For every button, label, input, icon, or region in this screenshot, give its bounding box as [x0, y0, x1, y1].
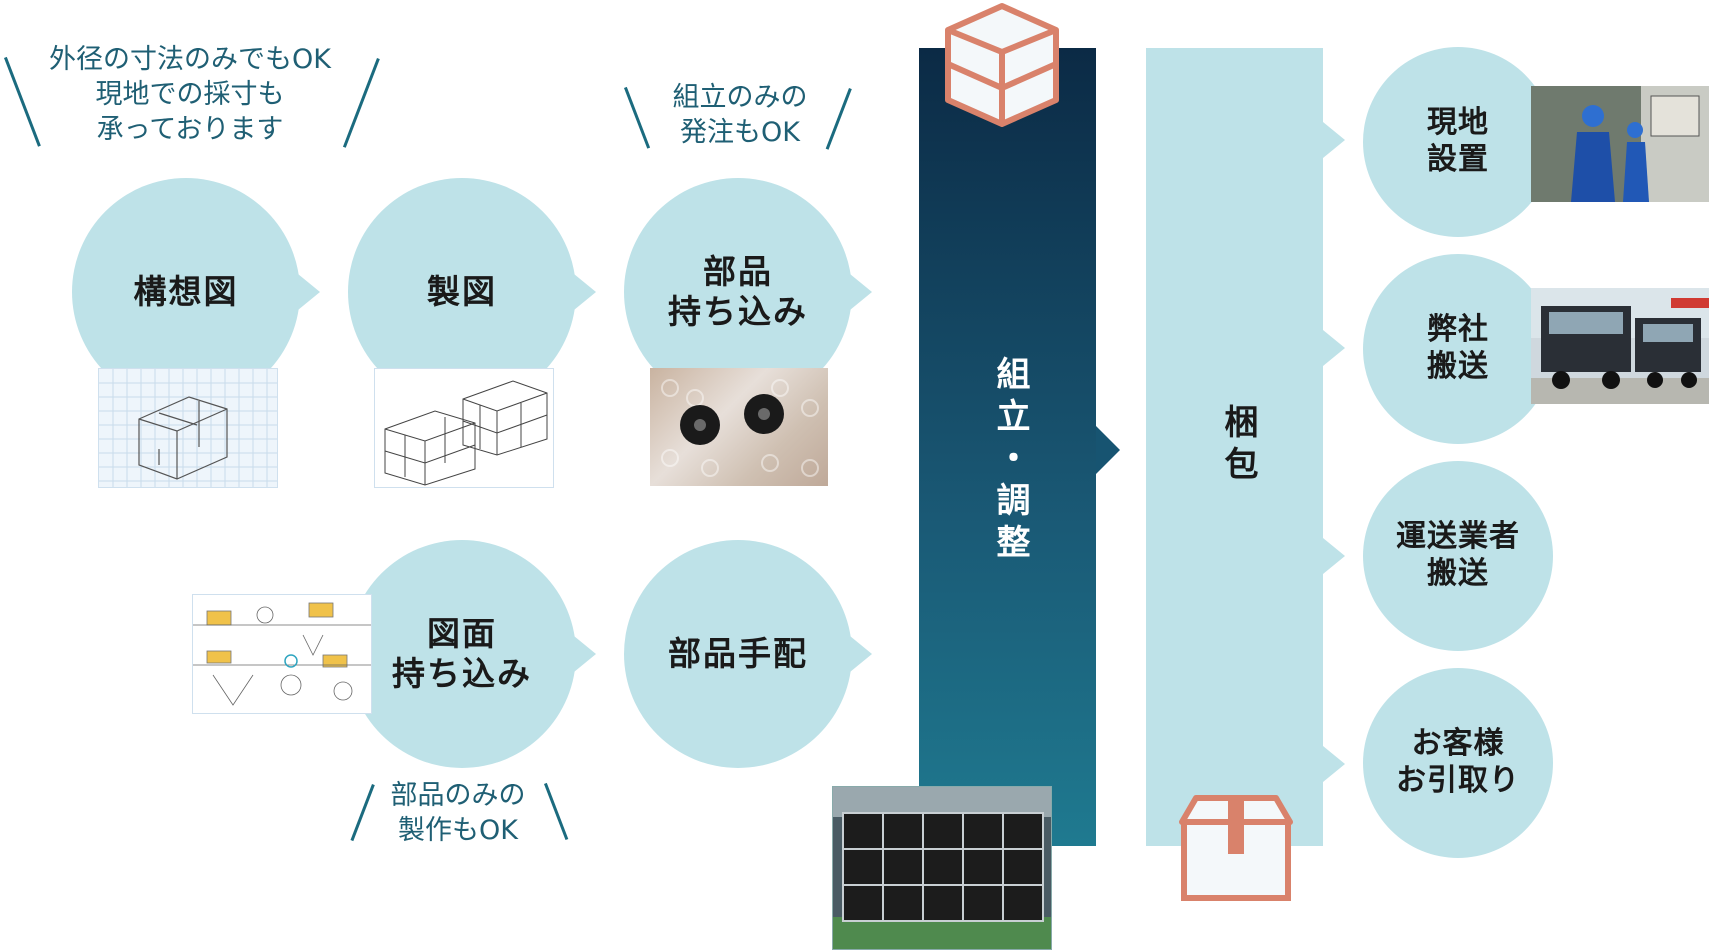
output-customer-pickup-circle: お客様 お引取り	[1363, 668, 1553, 858]
sketch-image	[98, 368, 278, 488]
blueprint-image	[192, 594, 372, 714]
arrow-right-icon	[574, 274, 596, 310]
arrow-right-icon	[850, 636, 872, 672]
assembly-bar-arrow	[1096, 426, 1120, 474]
assembly-bar	[919, 48, 1096, 846]
step-drawing-bring-label: 図面 持ち込み	[392, 613, 532, 693]
step-drawing-bring-circle: 図面 持ち込み	[348, 540, 576, 768]
parts-photo	[650, 368, 828, 486]
packing-bar-label: 梱包	[1218, 404, 1258, 488]
assembled-machine-photo	[832, 786, 1052, 950]
arrow-right-icon	[850, 274, 872, 310]
arrow-right-icon	[1323, 330, 1345, 366]
cube-icon	[940, 0, 1064, 130]
output-our-transport-label: 弊社 搬送	[1427, 312, 1489, 384]
onsite-install-photo	[1531, 86, 1709, 202]
arrow-right-icon	[1323, 538, 1345, 574]
output-onsite-label: 現地 設置	[1427, 105, 1489, 177]
output-customer-pickup-label: お客様 お引取り	[1396, 726, 1520, 798]
truck-photo	[1531, 288, 1709, 404]
arrow-right-icon	[574, 636, 596, 672]
step-parts-arrange-label: 部品手配	[668, 633, 808, 673]
note-assembly-only: 組立のみの 発注もOK	[672, 82, 808, 149]
output-onsite-circle: 現地 設置	[1363, 47, 1553, 237]
output-carrier-transport-circle: 運送業者 搬送	[1363, 461, 1553, 651]
assembly-bar-label: 組立・調整	[990, 356, 1030, 566]
note-parts-only: 部品のみの 製作もOK	[390, 780, 526, 847]
step-drafting-label: 製図	[427, 271, 497, 311]
box-icon	[1178, 794, 1294, 902]
cad-drawing-image	[374, 368, 554, 488]
step-parts-bring-label: 部品 持ち込み	[668, 251, 808, 331]
note-outer-dimensions: 外径の寸法のみでもOK 現地での採寸も 承っております	[49, 44, 331, 146]
arrow-right-icon	[1323, 122, 1345, 158]
output-our-transport-circle: 弊社 搬送	[1363, 254, 1553, 444]
output-carrier-transport-label: 運送業者 搬送	[1396, 519, 1520, 591]
arrow-right-icon	[298, 274, 320, 310]
packing-bar	[1146, 48, 1323, 846]
step-parts-arrange-circle: 部品手配	[624, 540, 852, 768]
step-concept-label: 構想図	[133, 271, 239, 311]
arrow-right-icon	[1323, 746, 1345, 782]
